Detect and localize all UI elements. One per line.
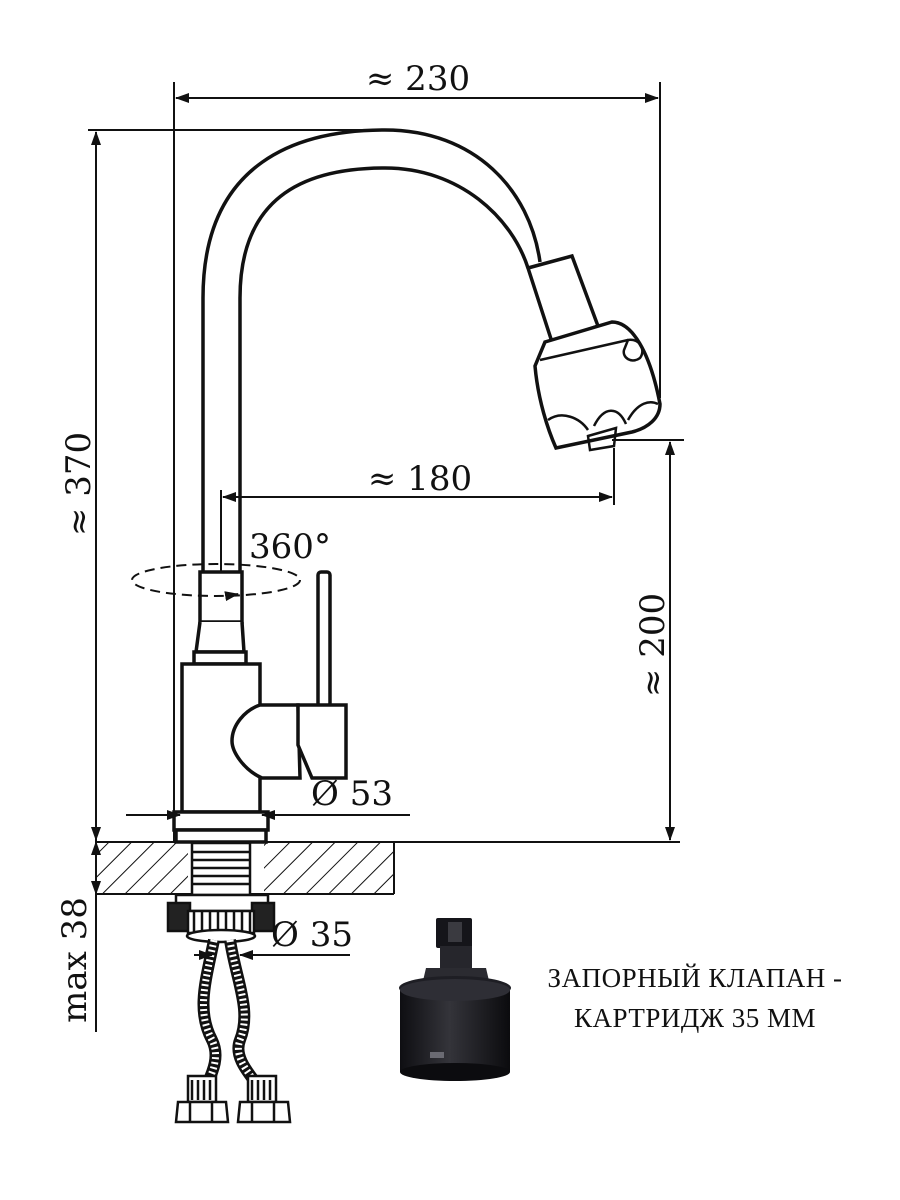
flexible-hoses: [174, 938, 292, 1124]
dimension-width-total: [173, 82, 661, 842]
countertop-thickness-label: max 38: [55, 897, 95, 1023]
width-total-label: ≈ 230: [366, 59, 470, 99]
height-total-label: ≈ 370: [59, 432, 99, 536]
countertop: [96, 841, 680, 895]
rotation-label: 360°: [249, 527, 331, 567]
dimension-spout-clearance: [612, 439, 684, 841]
reach-label: ≈ 180: [368, 459, 472, 499]
cartridge-caption: ЗАПОРНЫЙ КЛАПАН - КАРТРИДЖ 35 ММ: [505, 958, 885, 1038]
faucet-spout: [201, 128, 662, 572]
mounting-assembly: [166, 841, 276, 944]
mount-diameter-label: Ø 35: [271, 915, 353, 955]
rotation-indicator: [131, 563, 301, 602]
caption-line-1: ЗАПОРНЫЙ КЛАПАН -: [547, 963, 843, 993]
caption-line-2: КАРТРИДЖ 35 ММ: [574, 1003, 816, 1033]
dimension-reach: [220, 448, 615, 572]
body-diameter-label: Ø 53: [311, 774, 393, 814]
dimension-height-total: [88, 129, 385, 841]
cartridge-illustration: [399, 918, 511, 1081]
spout-clearance-label: ≈ 200: [633, 593, 673, 697]
